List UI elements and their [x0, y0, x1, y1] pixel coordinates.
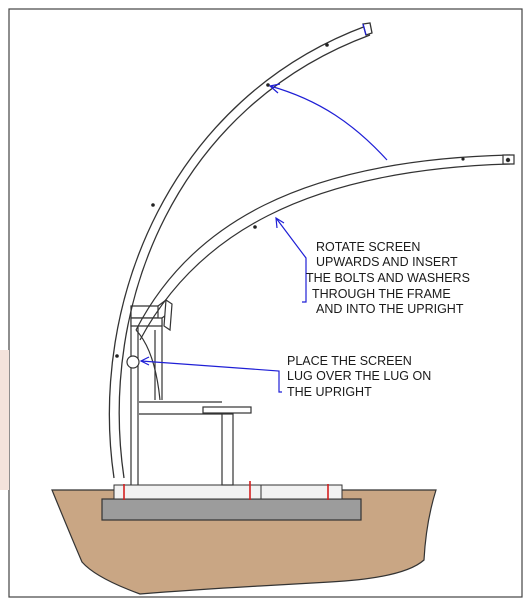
rotate-note: ROTATE SCREEN UPWARDS AND INSERT THE BOL…: [306, 240, 470, 316]
note-line: PLACE THE SCREEN: [287, 354, 412, 368]
screen-lug: [126, 355, 140, 369]
note-line: LUG OVER THE LUG ON: [287, 369, 431, 383]
left-upright: [130, 298, 222, 485]
left-edge-shade: [0, 350, 9, 490]
base-rail-right: [260, 484, 343, 500]
frame-lowered-holes: [253, 157, 465, 229]
note-line: THROUGH THE FRAME: [312, 287, 451, 301]
base-rail-left: [113, 484, 262, 500]
note-line: AND INTO THE UPRIGHT: [316, 302, 464, 316]
note-line: THE UPRIGHT: [287, 385, 372, 399]
anchor-bolt-marks: [123, 481, 329, 500]
note-line: ROTATE SCREEN: [316, 240, 420, 254]
concrete-slab: [101, 498, 362, 521]
note-line: THE BOLTS AND WASHERS: [306, 271, 470, 285]
note-line: UPWARDS AND INSERT: [316, 255, 458, 269]
place-leader: [139, 356, 282, 393]
post-stem: [221, 413, 234, 486]
upright-post: [202, 406, 252, 486]
frame-raised-holes: [115, 43, 329, 358]
frame-raised: [108, 22, 373, 479]
rotation-arrow: [268, 83, 388, 161]
place-note: PLACE THE SCREEN LUG OVER THE LUG ON THE…: [287, 354, 431, 399]
post-top-plate: [202, 406, 252, 414]
rotate-leader: [275, 216, 307, 303]
frame-lowered: [135, 154, 515, 401]
